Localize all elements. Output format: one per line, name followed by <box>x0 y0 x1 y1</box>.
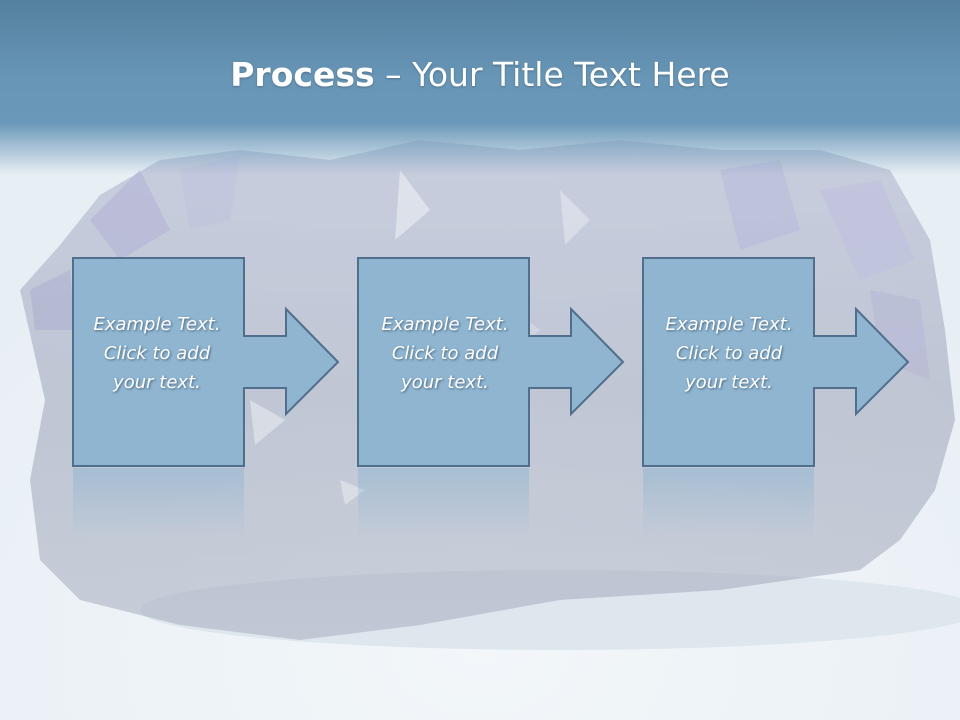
title-regular-text: – Your Title Text Here <box>374 55 730 94</box>
step-3-line-1: Example Text. <box>665 314 793 335</box>
title-band <box>0 0 960 175</box>
title-bold-text: Process <box>230 55 375 94</box>
step-2-line-1: Example Text. <box>381 314 509 335</box>
step-1-arrow-shape[interactable] <box>72 257 340 467</box>
step-2-line-2: Click to add <box>391 343 499 364</box>
step-1-text[interactable]: Example Text. Click to add your text. <box>71 310 243 397</box>
step-reflections <box>73 468 814 538</box>
step-3-arrow-shape[interactable] <box>642 257 910 467</box>
step-1-line-3: your text. <box>113 372 201 393</box>
step-3-text[interactable]: Example Text. Click to add your text. <box>643 310 815 397</box>
step-2-line-3: your text. <box>401 372 489 393</box>
step-2-arrow-shape[interactable] <box>357 257 625 467</box>
step-2-text[interactable]: Example Text. Click to add your text. <box>359 310 531 397</box>
step-3-line-2: Click to add <box>675 343 783 364</box>
step-1-line-2: Click to add <box>103 343 211 364</box>
step-3-line-3: your text. <box>685 372 773 393</box>
step-1-line-1: Example Text. <box>93 314 221 335</box>
slide-title[interactable]: Process – Your Title Text Here <box>0 55 960 95</box>
